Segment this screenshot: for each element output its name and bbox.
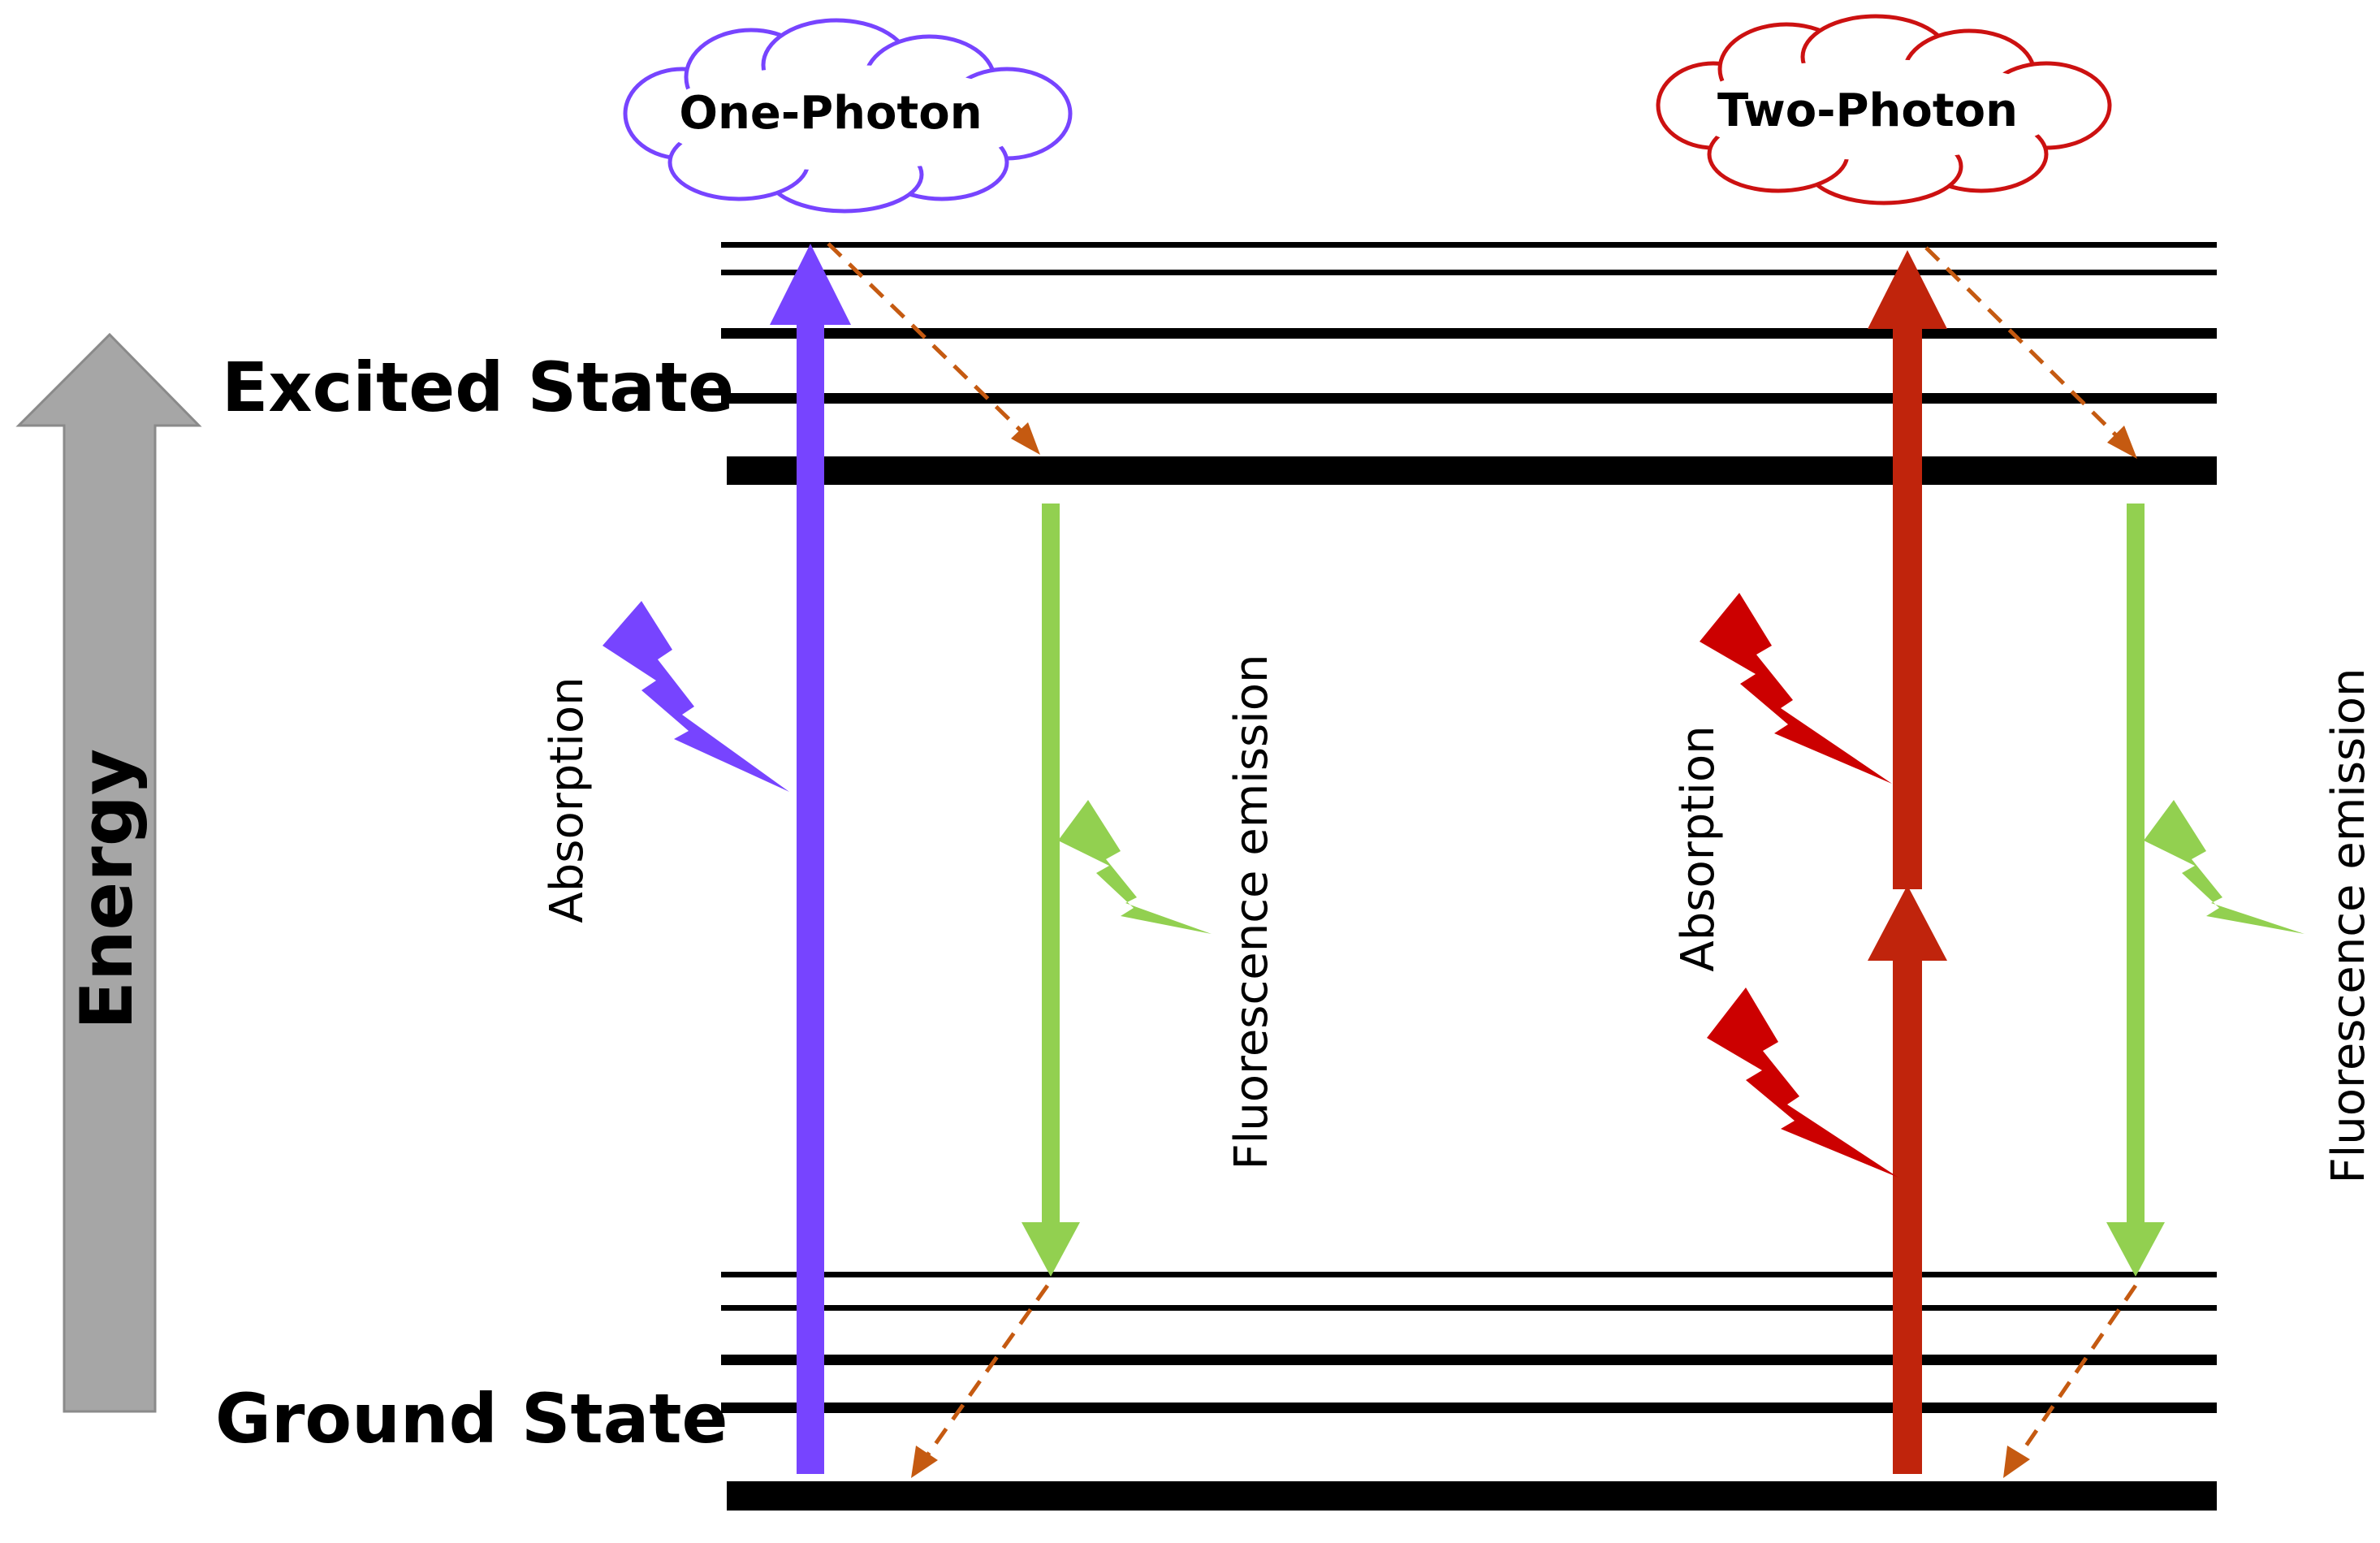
energy-label: Energy (65, 749, 149, 1030)
one-photon-excited-relaxation-arrow (827, 242, 1040, 455)
one-photon-panel: One-Photon Absorption Fluorescence emiss… (541, 18, 1278, 1478)
one-photon-emission-bolt-icon (1058, 800, 1212, 934)
two-photon-absorption-label: Absorption (1672, 725, 1725, 971)
one-photon-ground-relaxation-arrow (911, 1284, 1050, 1478)
one-photon-cloud (623, 18, 1073, 214)
two-photon-emission-bolt-icon (2144, 800, 2304, 934)
excited-state-label: Excited State (222, 348, 734, 427)
excited-level-ground-vibrational (727, 456, 2217, 485)
excited-level-1 (721, 242, 2217, 248)
ground-level-4 (721, 1403, 2217, 1413)
two-photon-panel: Two-Photon Absorption Fluorescence emiss… (1656, 14, 2375, 1478)
two-photon-emission-arrow (2106, 504, 2165, 1277)
one-photon-bolt-icon (603, 601, 789, 792)
excited-level-2 (721, 270, 2217, 275)
two-photon-bolt-upper-icon (1700, 593, 1892, 784)
two-photon-cloud (1656, 14, 2112, 205)
one-photon-absorption-label: Absorption (541, 676, 594, 923)
two-photon-title: Two-Photon (1717, 84, 2018, 137)
two-photon-absorption-arrow-upper (1868, 250, 1947, 889)
energy-arrow (15, 332, 202, 1413)
one-photon-title: One-Photon (679, 87, 982, 140)
one-photon-emission-label: Fluorescence emission (1225, 655, 1278, 1170)
ground-state-levels (721, 1272, 2217, 1511)
excited-state-levels (721, 242, 2217, 485)
two-photon-emission-label: Fluorescence emission (2322, 668, 2375, 1184)
ground-level-base (727, 1481, 2217, 1511)
excited-level-3 (721, 328, 2217, 339)
two-photon-ground-relaxation-arrow (2003, 1284, 2138, 1478)
one-photon-absorption-arrow (770, 244, 851, 1474)
two-photon-excited-relaxation-arrow (1924, 246, 2137, 459)
excited-level-4 (721, 393, 2217, 404)
two-photon-bolt-lower-icon (1707, 988, 1898, 1178)
ground-level-2 (721, 1305, 2217, 1311)
ground-level-1 (721, 1272, 2217, 1277)
one-photon-emission-arrow (1022, 504, 1080, 1277)
two-photon-absorption-arrow-lower (1868, 885, 1947, 1474)
ground-level-3 (721, 1355, 2217, 1365)
ground-state-label: Ground State (215, 1379, 728, 1459)
